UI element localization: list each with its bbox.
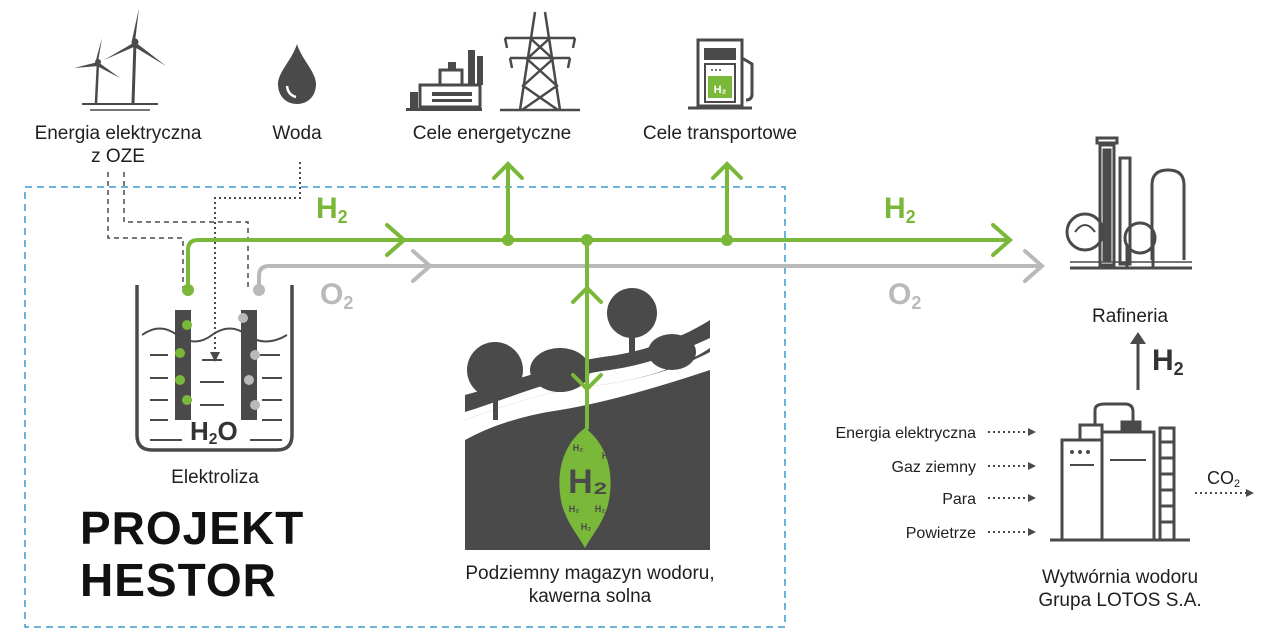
energy-oze-label: Energia elektryczna z OZE	[34, 123, 202, 167]
water-drop-icon	[278, 44, 316, 104]
co2-label: CO2	[1207, 468, 1241, 490]
hydrogen-plant-icon	[1050, 402, 1190, 542]
cavern-h2-small: H₂	[602, 451, 613, 461]
plant-label: Wytwórnia wodoru Grupa LOTOS S.A.	[1038, 567, 1202, 611]
cavern-h2-small: H₂	[573, 443, 584, 453]
plant-input-arrows	[988, 431, 1248, 533]
wind-turbine-icon	[74, 8, 166, 111]
input-electricity: Energia elektryczna	[835, 425, 976, 442]
input-steam: Para	[942, 491, 976, 508]
hydrogen-cavern-icon	[559, 428, 611, 548]
cavern-h2-small: H₂	[595, 504, 606, 514]
h2-label-plant: H2	[1152, 344, 1184, 379]
power-pylon-icon	[500, 11, 580, 112]
h2-label-main: H2	[316, 192, 348, 227]
hydrogen-pump-icon: H₂	[688, 38, 754, 110]
storage-label: Podziemny magazyn wodoru, kawerna solna	[465, 563, 715, 607]
electrolysis-tank-icon	[135, 285, 294, 452]
energy-feed-lines	[107, 172, 249, 288]
water-label: Woda	[272, 123, 322, 144]
input-air: Powietrze	[905, 525, 976, 542]
project-title: PROJEKT HESTOR	[80, 502, 305, 606]
refinery-icon	[1065, 136, 1192, 270]
refinery-label: Rafineria	[1091, 306, 1169, 327]
water-formula-label: H2O	[190, 416, 238, 448]
cavern-h2-small: H₂	[581, 522, 592, 532]
electrolysis-label: Elektroliza	[171, 467, 259, 488]
energy-purposes-label: Cele energetyczne	[412, 123, 572, 144]
cavern-h2-big: H₂	[568, 463, 608, 501]
transport-purposes-label: Cele transportowe	[642, 123, 798, 144]
h2-label-right: H2	[884, 192, 916, 227]
o2-label-right: O2	[888, 278, 922, 313]
water-feed-line	[214, 162, 301, 360]
o2-label-main: O2	[320, 278, 354, 313]
input-natural-gas: Gaz ziemny	[891, 459, 976, 476]
oxygen-flow-line	[257, 249, 1046, 290]
cavern-h2-small: H₂	[569, 504, 580, 514]
power-plant-icon	[406, 50, 483, 111]
hydrogen-flow-line	[186, 161, 1014, 430]
tree-icon	[467, 288, 696, 420]
pump-h2-label: H₂	[714, 84, 727, 96]
